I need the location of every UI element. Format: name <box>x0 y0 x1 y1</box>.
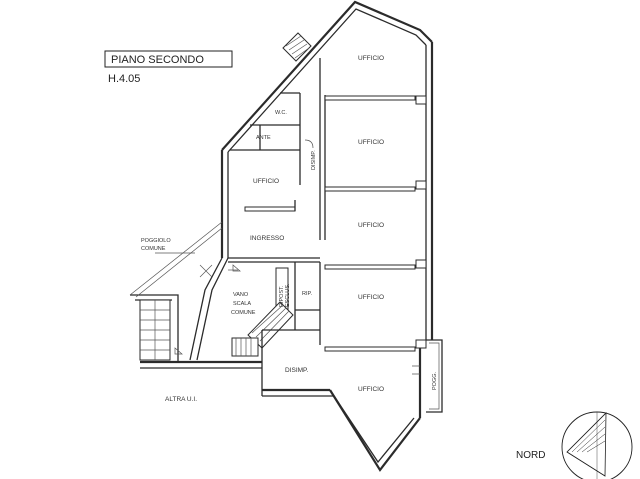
title-block: PIANO SECONDO H.4.05 <box>104 50 233 85</box>
room-label-vano-3: COMUNE <box>231 310 256 316</box>
room-label-ufficio-2: UFFICIO <box>358 139 384 146</box>
roof-stair <box>282 32 312 62</box>
room-label-vano-1: VANO <box>233 292 249 298</box>
room-label-ufficio-3: UFFICIO <box>358 222 384 229</box>
room-label-disimp-vertical: DISIMP. <box>311 150 317 170</box>
room-label-poggiolo-2: COMUNE <box>141 246 166 252</box>
room-label-ufficio-left: UFFICIO <box>253 178 279 185</box>
room-label-ufficio-5: UFFICIO <box>358 386 384 393</box>
north-compass: NORD <box>516 411 633 479</box>
plan-title: PIANO SECONDO <box>111 54 204 66</box>
room-label-pogg: POGG. <box>432 371 438 390</box>
room-label-ingresso: INGRESSO <box>250 235 284 242</box>
room-label-ripost-2: ESCLUS. <box>285 283 291 307</box>
room-label-altra: ALTRA U.I. <box>165 396 197 403</box>
room-label-rip: RIP. <box>302 291 312 297</box>
title-frame <box>104 50 233 68</box>
outer-walls <box>130 0 443 472</box>
room-label-ufficio-4: UFFICIO <box>358 294 384 301</box>
room-label-vano-2: SCALA <box>233 301 251 307</box>
room-label-ufficio-1: UFFICIO <box>358 55 384 62</box>
room-labels: UFFICIO UFFICIO UFFICIO UFFICIO UFFICIO … <box>141 55 438 403</box>
partitions <box>129 58 427 390</box>
nord-label: NORD <box>516 450 545 461</box>
room-label-ante: ANTE <box>256 135 271 141</box>
room-label-disimp-lower: DISIMP. <box>285 367 309 374</box>
room-label-wc: W.C. <box>275 110 287 116</box>
room-label-ripost-1: RIPOST. <box>279 285 285 307</box>
room-label-poggiolo-1: POGGIOLO <box>141 238 171 244</box>
height-note: H.4.05 <box>108 73 140 85</box>
